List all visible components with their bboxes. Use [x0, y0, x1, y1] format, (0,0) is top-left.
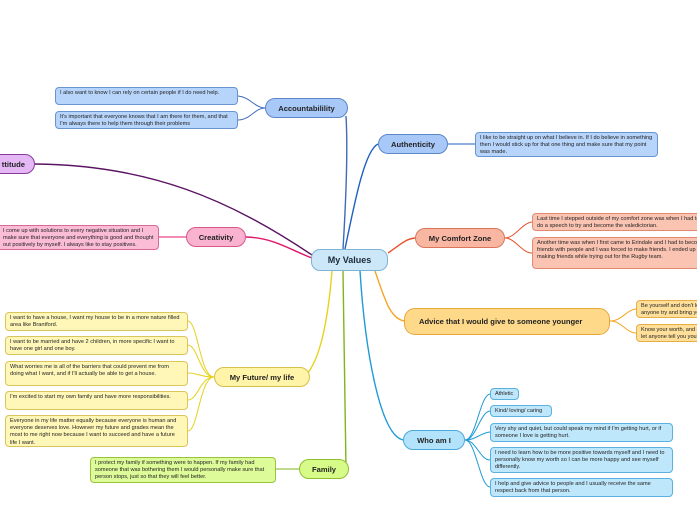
link-authenticity — [344, 143, 379, 250]
who-am-i-note[interactable]: Very shy and quiet, but could speak my m… — [490, 423, 673, 442]
advice-note[interactable]: Know your worth, and don't let anyone te… — [636, 324, 697, 342]
family-note[interactable]: I protect my family if something were to… — [90, 457, 276, 483]
topic-future[interactable]: My Future/ my life — [214, 367, 310, 387]
link-creativity — [245, 236, 313, 259]
who-am-i-note[interactable]: I help and give advice to people and I u… — [490, 478, 673, 497]
topic-attitude[interactable]: ttitude — [0, 154, 35, 174]
link-comfort — [387, 237, 416, 254]
who-am-i-note[interactable]: I need to learn how to be more positive … — [490, 447, 673, 473]
who-am-i-note[interactable]: Kind/ loving/ caring — [490, 405, 552, 417]
link-advice — [374, 270, 405, 322]
topic-creativity[interactable]: Creativity — [186, 227, 246, 247]
topic-comfort-zone[interactable]: My Comfort Zone — [415, 228, 505, 248]
topic-accountability[interactable]: Accountabilility — [265, 98, 348, 118]
accountability-note[interactable]: It's important that everyone knows that … — [55, 111, 238, 129]
topic-who-am-i[interactable]: Who am I — [403, 430, 465, 450]
advice-note[interactable]: Be yourself and don't let anyone try and… — [636, 300, 697, 318]
comfort-zone-note[interactable]: Another time was when I first came to Er… — [532, 237, 697, 269]
authenticity-note[interactable]: I like to be straight up on what I belie… — [475, 132, 658, 157]
future-note[interactable]: What worries me is all of the barriers t… — [5, 361, 188, 386]
link-accountability — [342, 115, 348, 250]
accountability-note[interactable]: I also want to know I can rely on certai… — [55, 87, 238, 105]
topic-advice[interactable]: Advice that I would give to someone youn… — [404, 308, 610, 335]
future-note[interactable]: Everyone in my life matter equally becau… — [5, 415, 188, 447]
link-future — [305, 270, 333, 376]
topic-authenticity[interactable]: Authenticity — [378, 134, 448, 154]
link-who — [359, 270, 404, 441]
future-note[interactable]: I'm excited to start my own family and h… — [5, 391, 188, 410]
future-note[interactable]: I want to be married and have 2 children… — [5, 336, 188, 355]
link-attitude — [34, 163, 313, 256]
comfort-zone-note[interactable]: Last time I stepped outside of my comfor… — [532, 213, 697, 231]
topic-family[interactable]: Family — [299, 459, 349, 479]
creativity-note[interactable]: I come up with solutions to every negati… — [0, 225, 159, 250]
central-topic[interactable]: My Values — [311, 249, 388, 271]
link-family — [342, 270, 347, 469]
future-note[interactable]: I want to have a house, I want my house … — [5, 312, 188, 331]
who-am-i-note[interactable]: Athletic — [490, 388, 519, 400]
